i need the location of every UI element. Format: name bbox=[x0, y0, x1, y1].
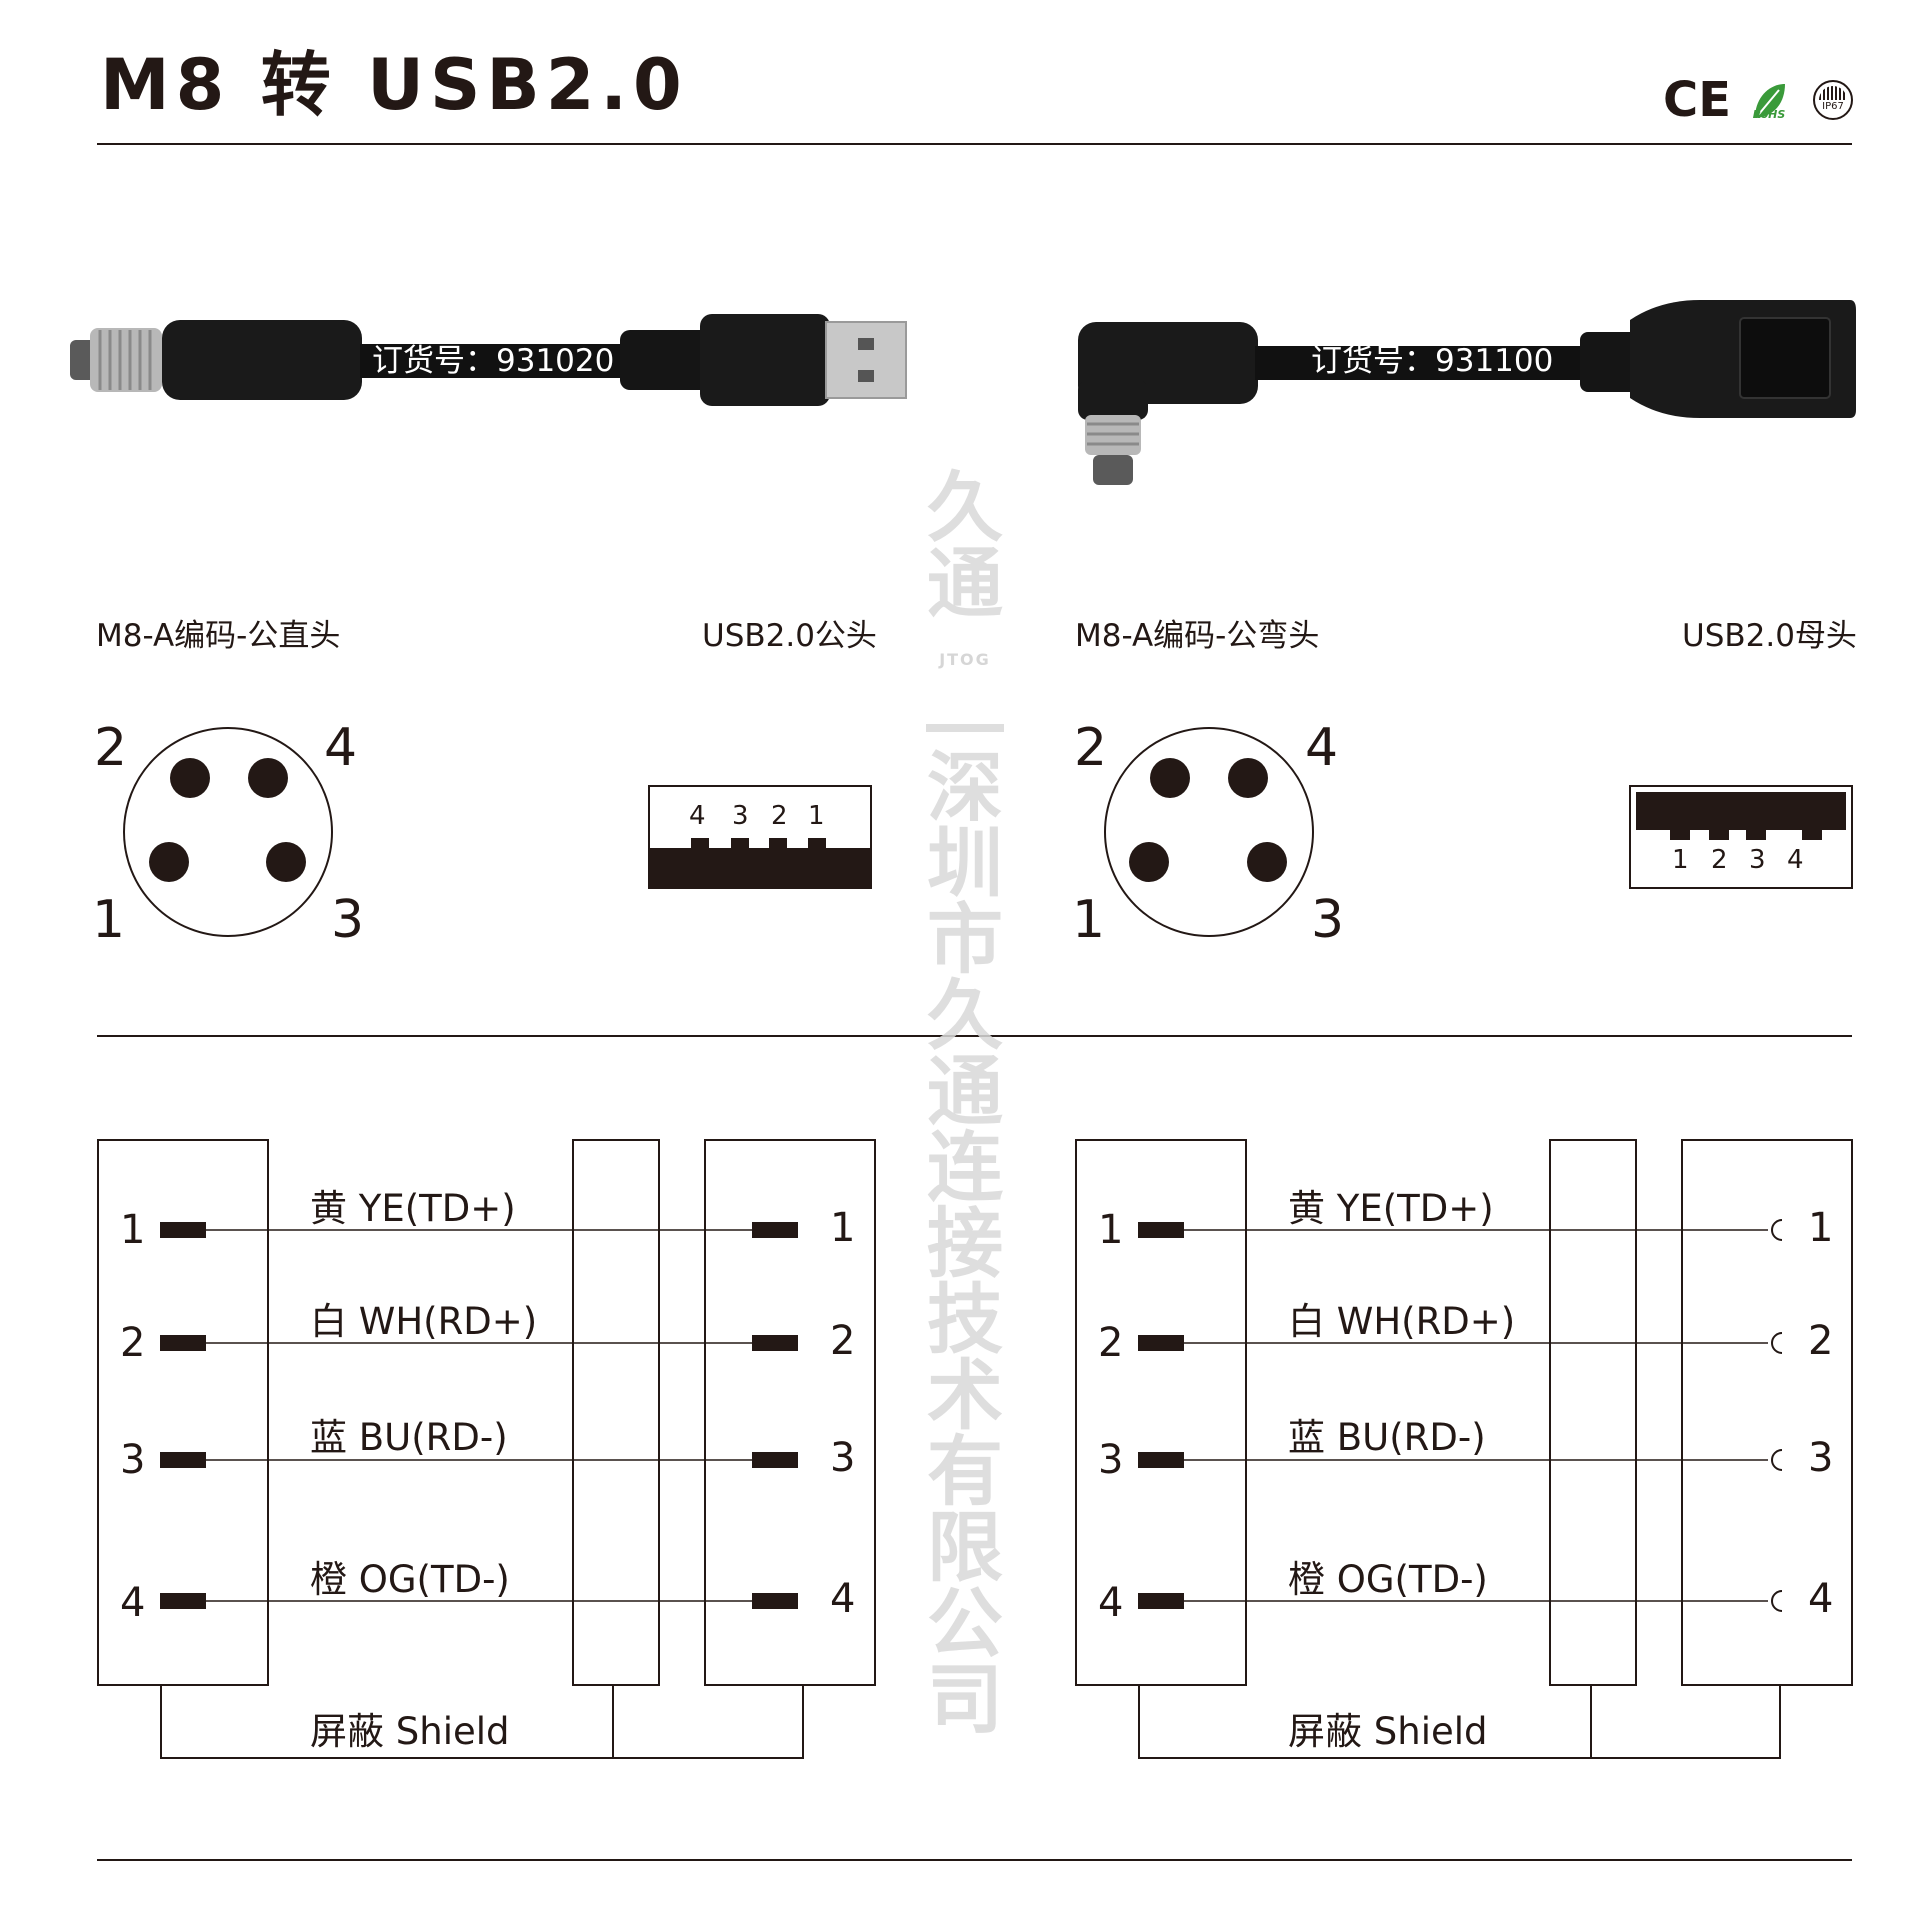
ip67-badge: IP67 bbox=[1813, 80, 1853, 120]
right-m8-face bbox=[1104, 727, 1314, 937]
right-shield-label: 屏蔽 Shield bbox=[1288, 1710, 1488, 1753]
right-m8-pin-label-2: 2 bbox=[1098, 1320, 1124, 1366]
middle-rule bbox=[97, 1035, 1852, 1037]
watermark-company-char: 连 bbox=[927, 1123, 1003, 1212]
right-usb-block bbox=[1681, 1139, 1853, 1686]
usb-male-num-2: 2 bbox=[771, 801, 788, 831]
left-m8-num-4: 4 bbox=[324, 718, 358, 778]
right-m8-pin-2 bbox=[1150, 758, 1190, 798]
right-usb-label: USB2.0母头 bbox=[1682, 618, 1857, 654]
left-usb-pin-label-3: 3 bbox=[830, 1435, 856, 1481]
usb-female-num-4: 4 bbox=[1787, 845, 1804, 875]
right-m8-pin-4 bbox=[1228, 758, 1268, 798]
watermark-small: JTOG bbox=[939, 650, 991, 669]
watermark-company-char: 技 bbox=[927, 1275, 1003, 1364]
right-m8-pin-3 bbox=[1247, 842, 1287, 882]
watermark-vertical: 久 通 JTOG 深 圳 市 久 通 连 接 技 术 有 限 公 司 bbox=[925, 470, 1005, 1738]
watermark-company-char: 圳 bbox=[927, 819, 1003, 908]
bottom-rule bbox=[97, 1859, 1852, 1861]
left-m8-pin-2 bbox=[170, 758, 210, 798]
left-wire-label-4: 橙 OG(TD-) bbox=[310, 1558, 510, 1601]
right-m8-num-4: 4 bbox=[1305, 718, 1339, 778]
usb-male-num-4: 4 bbox=[689, 801, 706, 831]
ip67-label: IP67 bbox=[1822, 101, 1844, 112]
usb-male-num-1: 1 bbox=[808, 801, 825, 831]
right-cable-photo bbox=[1078, 300, 1856, 485]
left-usb-pin-label-4: 4 bbox=[830, 1576, 856, 1622]
right-wire-label-3: 蓝 BU(RD-) bbox=[1288, 1416, 1486, 1459]
left-m8-label: M8-A编码-公直头 bbox=[96, 618, 341, 654]
watermark-company-char: 深 bbox=[927, 743, 1003, 832]
right-cable-block bbox=[1549, 1139, 1637, 1686]
right-m8-num-1: 1 bbox=[1072, 890, 1106, 950]
watermark-char: 通 bbox=[927, 539, 1003, 628]
right-m8-pin-1 bbox=[1129, 842, 1169, 882]
watermark-company-char: 限 bbox=[927, 1503, 1003, 1592]
usb-male-num-3: 3 bbox=[732, 801, 749, 831]
left-wire-label-3: 蓝 BU(RD-) bbox=[310, 1416, 508, 1459]
right-usb-pin-label-3: 3 bbox=[1808, 1435, 1834, 1481]
right-m8-pin-label-4: 4 bbox=[1098, 1580, 1124, 1626]
watermark-company-char: 久 bbox=[927, 971, 1003, 1060]
left-cable-block bbox=[572, 1139, 660, 1686]
right-m8-label: M8-A编码-公弯头 bbox=[1075, 618, 1320, 654]
right-m8-num-2: 2 bbox=[1074, 718, 1108, 778]
left-m8-pin-3 bbox=[266, 842, 306, 882]
left-usb-pin-label-1: 1 bbox=[830, 1205, 856, 1251]
watermark-company-char: 有 bbox=[927, 1427, 1003, 1516]
left-shield-label: 屏蔽 Shield bbox=[310, 1710, 510, 1753]
rohs-icon: RoHS bbox=[1745, 78, 1793, 126]
right-usb-pin-label-4: 4 bbox=[1808, 1576, 1834, 1622]
left-m8-pin-label-1: 1 bbox=[120, 1207, 146, 1253]
ce-mark: CE bbox=[1663, 72, 1732, 128]
right-m8-num-3: 3 bbox=[1311, 890, 1345, 950]
right-usb-pin-label-2: 2 bbox=[1808, 1318, 1834, 1364]
left-cable-photo bbox=[70, 314, 907, 406]
right-wire-label-1: 黄 YE(TD+) bbox=[1288, 1187, 1494, 1230]
left-m8-block bbox=[97, 1139, 269, 1686]
left-m8-pin-label-2: 2 bbox=[120, 1320, 146, 1366]
usb-female-num-3: 3 bbox=[1749, 845, 1766, 875]
watermark-company-char: 公 bbox=[927, 1579, 1003, 1668]
left-m8-num-1: 1 bbox=[92, 890, 126, 950]
watermark-company-char: 市 bbox=[927, 895, 1003, 984]
usb-female-num-2: 2 bbox=[1711, 845, 1728, 875]
left-wire-label-1: 黄 YE(TD+) bbox=[310, 1187, 516, 1230]
left-order-number: 订货号：931020 bbox=[372, 343, 615, 379]
left-shield-line bbox=[160, 1685, 804, 1759]
left-m8-num-3: 3 bbox=[331, 890, 365, 950]
watermark-company-char: 术 bbox=[927, 1351, 1003, 1440]
left-wire-label-2: 白 WH(RD+) bbox=[310, 1300, 538, 1343]
right-order-number: 订货号：931100 bbox=[1311, 343, 1554, 379]
left-m8-num-2: 2 bbox=[94, 718, 128, 778]
left-usb-pin-label-2: 2 bbox=[830, 1318, 856, 1364]
right-wire-label-4: 橙 OG(TD-) bbox=[1288, 1558, 1488, 1601]
left-m8-face bbox=[123, 727, 333, 937]
right-m8-pin-label-1: 1 bbox=[1098, 1207, 1124, 1253]
watermark-char: 久 bbox=[927, 463, 1003, 552]
rohs-label: RoHS bbox=[1752, 108, 1786, 121]
usb-female-num-1: 1 bbox=[1672, 845, 1689, 875]
left-m8-pin-label-4: 4 bbox=[120, 1580, 146, 1626]
right-m8-block bbox=[1075, 1139, 1247, 1686]
right-usb-pin-label-1: 1 bbox=[1808, 1205, 1834, 1251]
left-usb-block bbox=[704, 1139, 876, 1686]
right-wire-label-2: 白 WH(RD+) bbox=[1288, 1300, 1516, 1343]
header-rule bbox=[97, 143, 1852, 145]
watermark-company-char: 司 bbox=[927, 1655, 1003, 1744]
left-m8-pin-1 bbox=[149, 842, 189, 882]
left-usb-label: USB2.0公头 bbox=[702, 618, 877, 654]
right-m8-pin-label-3: 3 bbox=[1098, 1437, 1124, 1483]
page-title: M8 转 USB2.0 bbox=[100, 44, 688, 126]
left-m8-pin-4 bbox=[248, 758, 288, 798]
watermark-company-char: 通 bbox=[927, 1047, 1003, 1136]
right-shield-line bbox=[1138, 1685, 1781, 1759]
watermark-company-char: 接 bbox=[927, 1199, 1003, 1288]
left-m8-pin-label-3: 3 bbox=[120, 1437, 146, 1483]
